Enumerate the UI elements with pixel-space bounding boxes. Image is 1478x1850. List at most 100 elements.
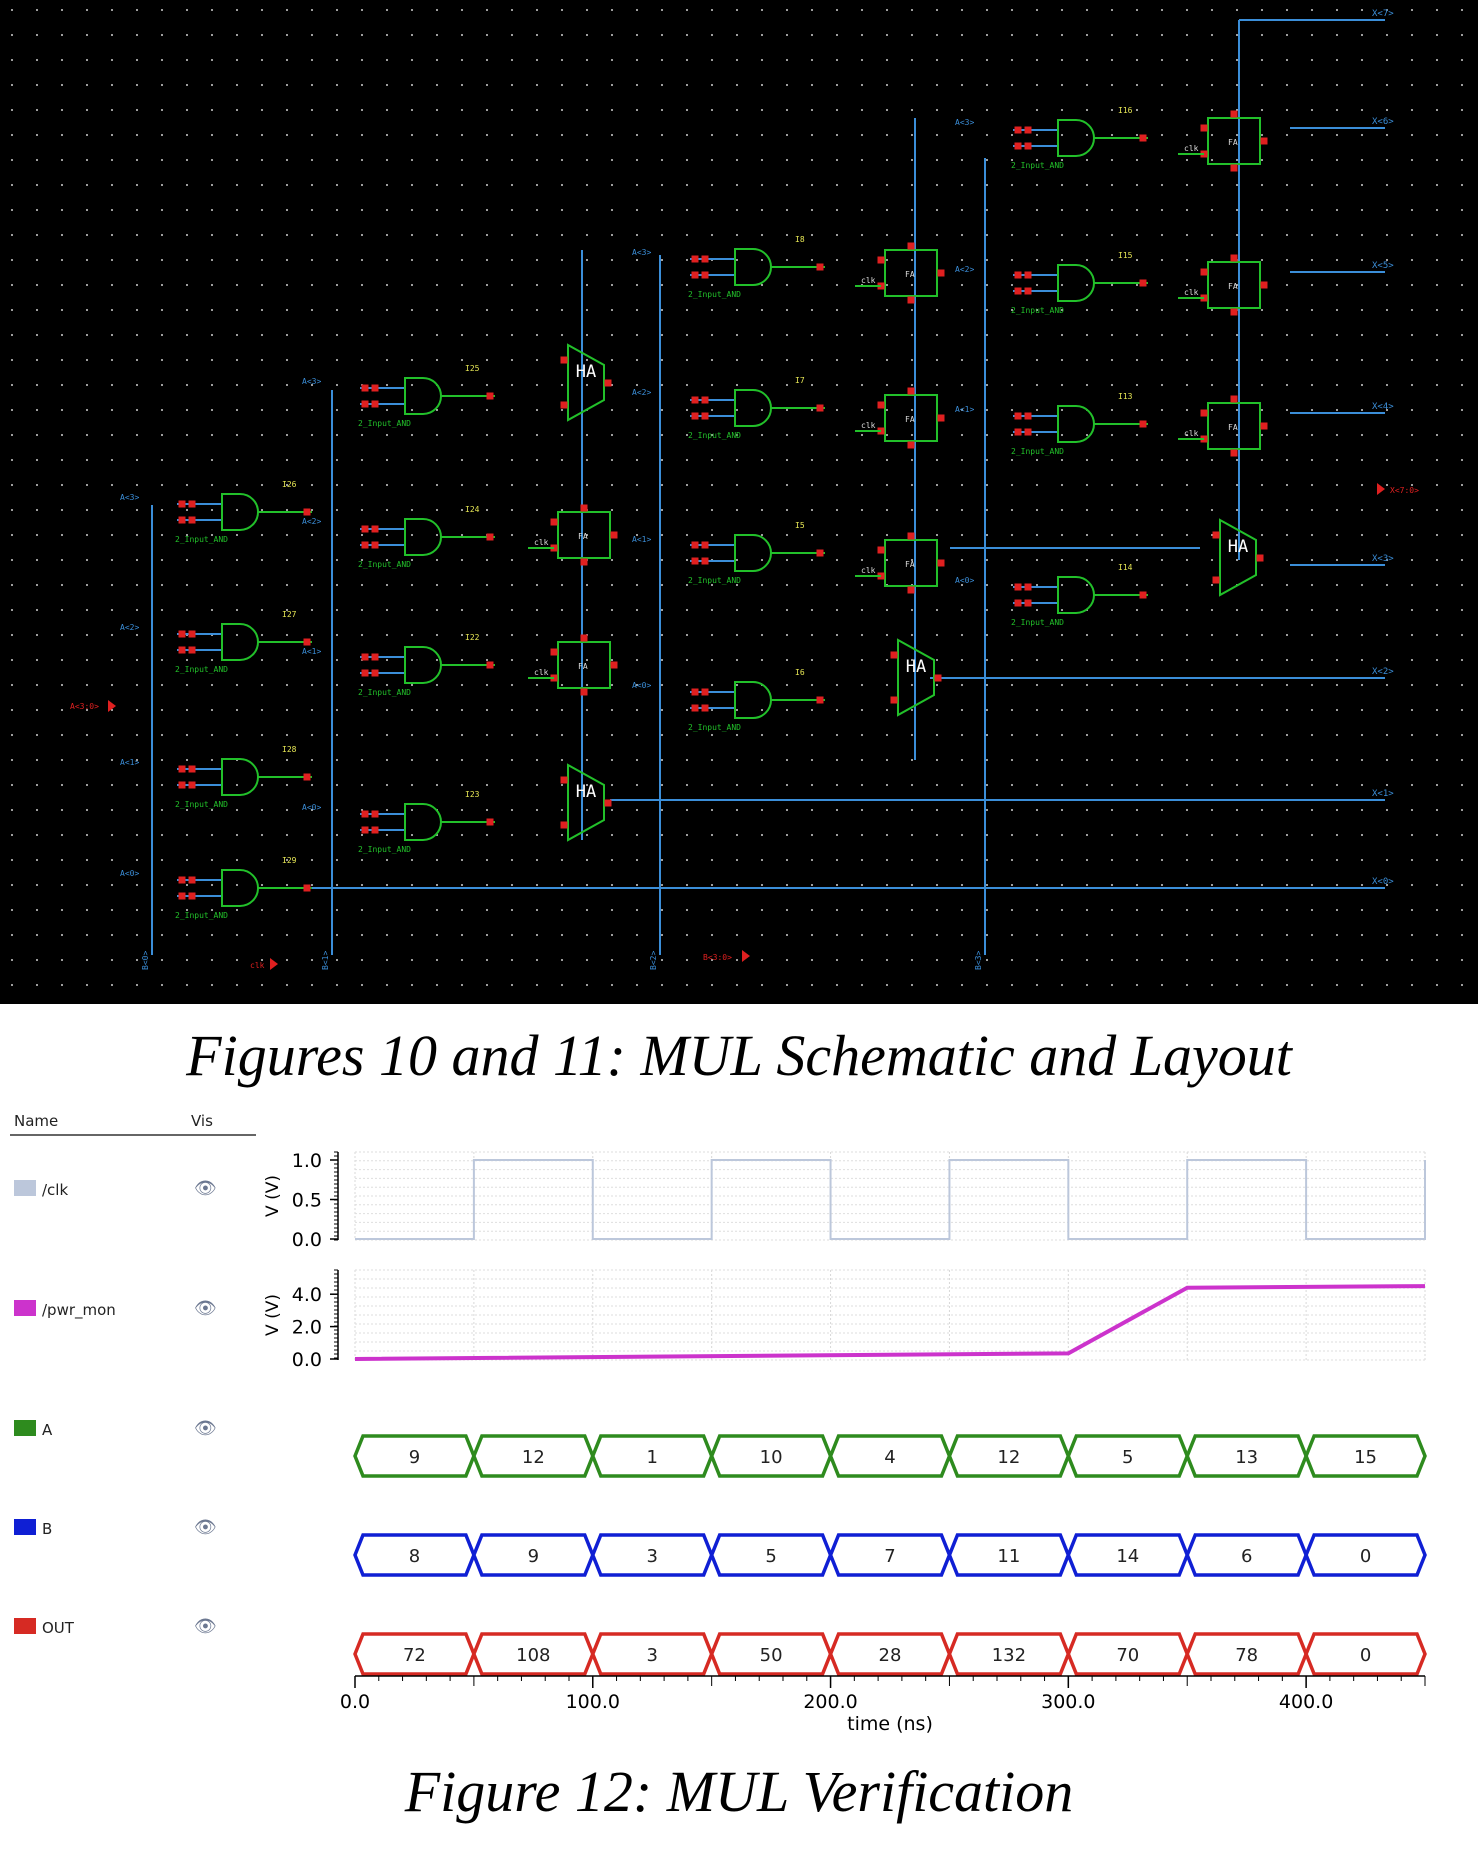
- eye-icon[interactable]: 👁: [194, 1616, 217, 1637]
- grid-dot: [286, 584, 288, 586]
- grid-dot: [1311, 384, 1313, 386]
- grid-dot: [11, 259, 13, 261]
- pin: [371, 525, 379, 533]
- grid-dot: [186, 759, 188, 761]
- grid-dot: [1411, 34, 1413, 36]
- grid-dot: [1061, 559, 1063, 561]
- grid-dot: [886, 334, 888, 336]
- grid-dot: [136, 909, 138, 911]
- grid-dot: [36, 509, 38, 511]
- grid-dot: [1161, 709, 1163, 711]
- grid-dot: [11, 609, 13, 611]
- grid-dot: [636, 909, 638, 911]
- grid-dot: [911, 659, 913, 661]
- grid-dot: [1011, 34, 1013, 36]
- signal-name-out[interactable]: OUT: [42, 1619, 74, 1637]
- pin: [907, 387, 915, 395]
- grid-dot: [136, 884, 138, 886]
- grid-dot: [86, 884, 88, 886]
- grid-dot: [1036, 9, 1038, 11]
- grid-dot: [86, 509, 88, 511]
- grid-dot: [1386, 934, 1388, 936]
- grid-dot: [136, 34, 138, 36]
- grid-dot: [261, 509, 263, 511]
- eye-icon[interactable]: 👁: [194, 1418, 217, 1439]
- grid-dot: [1061, 284, 1063, 286]
- grid-dot: [136, 584, 138, 586]
- eye-icon[interactable]: 👁: [194, 1178, 217, 1199]
- grid-dot: [961, 934, 963, 936]
- grid-dot: [736, 434, 738, 436]
- grid-dot: [536, 534, 538, 536]
- grid-dot: [136, 634, 138, 636]
- grid-dot: [186, 559, 188, 561]
- grid-dot: [661, 509, 663, 511]
- grid-dot: [961, 584, 963, 586]
- signal-name-clk[interactable]: /clk: [42, 1181, 69, 1199]
- grid-dot: [1211, 934, 1213, 936]
- grid-dot: [86, 34, 88, 36]
- grid-dot: [336, 334, 338, 336]
- grid-dot: [61, 609, 63, 611]
- grid-dot: [736, 184, 738, 186]
- grid-dot: [1186, 284, 1188, 286]
- grid-dot: [411, 634, 413, 636]
- grid-dot: [261, 909, 263, 911]
- grid-dot: [911, 959, 913, 961]
- eye-icon[interactable]: 👁: [194, 1517, 217, 1538]
- grid-dot: [511, 184, 513, 186]
- grid-dot: [1336, 84, 1338, 86]
- signal-name-pwr-mon[interactable]: /pwr_mon: [42, 1301, 116, 1319]
- grid-dot: [886, 184, 888, 186]
- grid-dot: [661, 309, 663, 311]
- grid-dot: [1336, 984, 1338, 986]
- grid-dot: [911, 34, 913, 36]
- grid-dot: [1036, 84, 1038, 86]
- grid-dot: [611, 884, 613, 886]
- grid-dot: [1361, 834, 1363, 836]
- grid-dot: [311, 534, 313, 536]
- grid-dot: [261, 734, 263, 736]
- grid-dot: [411, 434, 413, 436]
- grid-dot: [236, 809, 238, 811]
- grid-dot: [311, 209, 313, 211]
- grid-dot: [711, 234, 713, 236]
- grid-dot: [1236, 459, 1238, 461]
- grid-dot: [61, 959, 63, 961]
- grid-dot: [136, 809, 138, 811]
- grid-dot: [861, 659, 863, 661]
- grid-dot: [86, 559, 88, 561]
- grid-dot: [911, 884, 913, 886]
- pin: [1230, 254, 1238, 262]
- eye-icon[interactable]: 👁: [194, 1298, 217, 1319]
- grid-dot: [1061, 634, 1063, 636]
- grid-dot: [461, 284, 463, 286]
- signal-name-a[interactable]: A: [42, 1421, 53, 1439]
- grid-dot: [1236, 884, 1238, 886]
- grid-dot: [861, 709, 863, 711]
- grid-dot: [111, 934, 113, 936]
- grid-dot: [1086, 359, 1088, 361]
- grid-dot: [286, 209, 288, 211]
- grid-dot: [1311, 459, 1313, 461]
- grid-dot: [636, 409, 638, 411]
- grid-dot: [761, 634, 763, 636]
- grid-dot: [86, 84, 88, 86]
- grid-dot: [336, 234, 338, 236]
- gate-type-label: 2_Input_AND: [175, 535, 228, 544]
- grid-dot: [961, 809, 963, 811]
- grid-dot: [1161, 884, 1163, 886]
- grid-dot: [736, 384, 738, 386]
- pin: [816, 263, 824, 271]
- bus-value-label: 0: [1360, 1645, 1371, 1666]
- grid-dot: [336, 709, 338, 711]
- grid-dot: [1086, 259, 1088, 261]
- grid-dot: [61, 934, 63, 936]
- signal-name-b[interactable]: B: [42, 1520, 53, 1538]
- grid-dot: [1111, 584, 1113, 586]
- grid-dot: [986, 334, 988, 336]
- grid-dot: [386, 609, 388, 611]
- grid-dot: [1186, 784, 1188, 786]
- grid-dot: [86, 9, 88, 11]
- grid-dot: [861, 309, 863, 311]
